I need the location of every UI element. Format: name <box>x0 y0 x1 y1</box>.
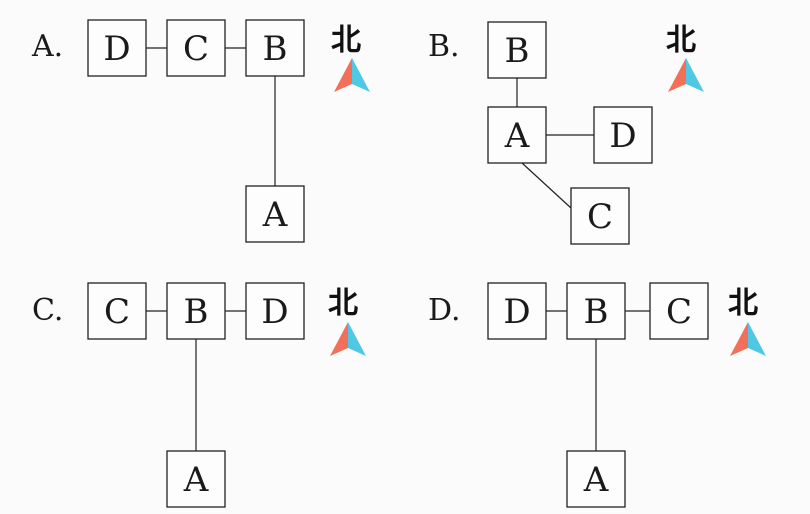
north-compass-icon: 北 <box>328 286 366 356</box>
box-label: D <box>609 116 636 156</box>
box <box>487 282 547 340</box>
option-b: B. B A D C 北 <box>428 21 704 245</box>
box <box>166 19 226 77</box>
box-label: B <box>184 292 209 332</box>
north-compass-icon: 北 <box>331 23 370 92</box>
box <box>166 450 226 508</box>
option-label: A. <box>31 29 63 64</box>
option-d: D. D B C A 北 <box>428 282 766 508</box>
box-label: B <box>263 29 288 69</box>
box-label: A <box>262 195 288 235</box>
option-label: B. <box>428 29 460 64</box>
box-label: D <box>503 292 530 332</box>
box <box>245 282 305 340</box>
box <box>487 106 547 164</box>
north-label: 北 <box>328 286 358 321</box>
box <box>166 282 226 340</box>
box <box>566 282 626 340</box>
option-a: A. D C B A 北 <box>31 19 370 243</box>
north-label: 北 <box>666 23 696 58</box>
box-label: D <box>103 29 130 69</box>
box <box>245 19 305 77</box>
box-label: D <box>261 292 288 332</box>
box <box>649 282 709 340</box>
north-compass-icon: 北 <box>728 286 766 356</box>
box <box>487 21 547 79</box>
option-label: C. <box>32 293 63 328</box>
north-label: 北 <box>331 23 361 58</box>
box-label: C <box>183 29 209 69</box>
box-label: C <box>666 292 692 332</box>
option-label: D. <box>428 293 461 328</box>
box-label: A <box>583 460 609 500</box>
box <box>87 282 147 340</box>
box-label: C <box>587 197 613 237</box>
box <box>87 19 147 77</box>
box <box>245 185 305 243</box>
box <box>570 187 630 245</box>
box-label: C <box>104 292 130 332</box>
north-label: 北 <box>728 286 758 321</box>
box-label: A <box>183 460 209 500</box>
box-label: B <box>584 292 609 332</box>
option-c: C. C B D A 北 <box>32 282 366 508</box>
box <box>566 450 626 508</box>
box <box>593 106 653 164</box>
box-label: A <box>504 116 530 156</box>
north-compass-icon: 北 <box>666 23 704 92</box>
box-label: B <box>505 31 530 71</box>
